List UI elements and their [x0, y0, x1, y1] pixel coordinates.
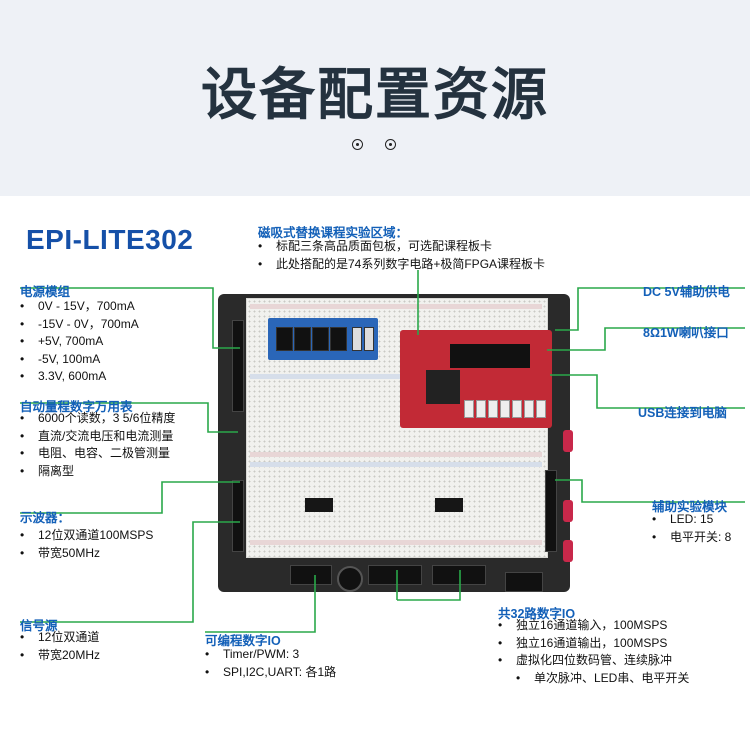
list-item: 带宽50MHz: [20, 545, 153, 563]
list-item: 独立16通道输入，100MSPS: [498, 617, 689, 635]
speaker-icon: [337, 566, 363, 592]
knob: [563, 430, 573, 452]
list-item: 此处搭配的是74系列数字电路+极简FPGA课程板卡: [258, 256, 545, 274]
ic-chip: [305, 498, 333, 512]
list-item: SPI,I2C,UART: 各1路: [205, 664, 336, 682]
side-header: [232, 480, 244, 552]
callout-multimeter-list: 6000个读数，3 5/6位精度 直流/交流电压和电流测量 电阻、电容、二极管测…: [20, 410, 175, 480]
side-header: [545, 470, 557, 552]
list-item: 电平开关: 8: [652, 529, 731, 547]
pager-dot-icon[interactable]: [385, 139, 396, 150]
list-item: -5V, 100mA: [20, 351, 139, 369]
list-item: 虚拟化四位数码管、连续脉冲: [498, 652, 689, 670]
list-item: 隔离型: [20, 463, 175, 481]
breadboard-rail: [250, 374, 542, 379]
list-item: 6000个读数，3 5/6位精度: [20, 410, 175, 428]
pin-header: [368, 565, 422, 585]
callout-magnetic-list: 标配三条高品质面包板，可选配课程板卡 此处搭配的是74系列数字电路+极简FPGA…: [258, 238, 545, 273]
pager-dot-icon[interactable]: [352, 139, 363, 150]
list-item: 独立16通道输出，100MSPS: [498, 635, 689, 653]
pin-header: [290, 565, 332, 585]
fpga-board: [400, 330, 552, 428]
list-item: 单次脉冲、LED串、电平开关: [498, 670, 689, 688]
callout-prog-io-list: Timer/PWM: 3 SPI,I2C,UART: 各1路: [205, 646, 336, 681]
seven-segment-module: [268, 318, 378, 360]
list-item: 12位双通道100MSPS: [20, 527, 153, 545]
pin-header: [432, 565, 486, 585]
callout-digital32-list: 独立16通道输入，100MSPS 独立16通道输出，100MSPS 虚拟化四位数…: [498, 617, 689, 687]
callout-oscilloscope-list: 12位双通道100MSPS 带宽50MHz: [20, 527, 153, 562]
breadboard-rail: [250, 462, 542, 467]
page-title: 设备配置资源: [201, 63, 549, 126]
list-item: 3.3V, 600mA: [20, 368, 139, 386]
breadboard-rail: [250, 304, 542, 309]
breadboard-rail: [250, 452, 542, 457]
callout-dc5v-heading: DC 5V辅助供电: [643, 285, 730, 299]
list-item: Timer/PWM: 3: [205, 646, 336, 664]
list-item: -15V - 0V，700mA: [20, 316, 139, 334]
callout-oscilloscope-heading: 示波器：: [20, 511, 71, 525]
side-header: [232, 320, 244, 412]
list-item: 标配三条高品质面包板，可选配课程板卡: [258, 238, 545, 256]
callout-magnetic-heading: 磁吸式替换课程实验区域：: [258, 226, 409, 240]
list-item: 带宽20MHz: [20, 647, 100, 665]
list-item: LED: 15: [652, 511, 731, 529]
pin-header: [505, 572, 543, 592]
list-item: 12位双通道: [20, 629, 100, 647]
hero-banner: 设备配置资源: [0, 0, 750, 196]
knob: [563, 540, 573, 562]
callout-prog-io-heading: 可编程数字IO: [205, 634, 281, 648]
callout-aux-list: LED: 15 电平开关: 8: [652, 511, 731, 546]
breadboard-rail: [250, 540, 542, 545]
ic-chip: [435, 498, 463, 512]
callout-signal-list: 12位双通道 带宽20MHz: [20, 629, 100, 664]
product-name: EPI-LITE302: [26, 224, 194, 255]
list-item: +5V, 700mA: [20, 333, 139, 351]
list-item: 电阻、电容、二极管测量: [20, 445, 175, 463]
callout-usb-heading: USB连接到电脑: [638, 406, 727, 420]
callout-power-list: 0V - 15V，700mA -15V - 0V，700mA +5V, 700m…: [20, 298, 139, 386]
list-item: 直流/交流电压和电流测量: [20, 428, 175, 446]
list-item: 0V - 15V，700mA: [20, 298, 139, 316]
callout-power-heading: 电源模组: [20, 285, 71, 299]
callout-speaker-heading: 8Ω1W喇叭接口: [643, 326, 729, 340]
knob: [563, 500, 573, 522]
